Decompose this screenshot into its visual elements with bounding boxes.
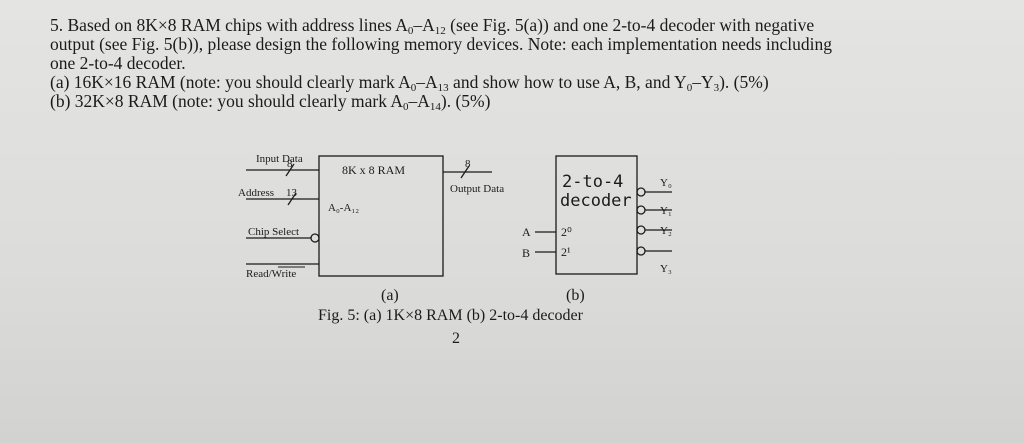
y1-label: Y₁ xyxy=(660,205,672,217)
address-range-label: A₀-A₁₂ xyxy=(328,202,359,214)
input-width-label: 8 xyxy=(287,158,293,170)
input-data-bus-slash xyxy=(285,163,295,177)
question-line-2: output (see Fig. 5(b)), please design th… xyxy=(50,34,832,54)
decoder-title-line-1: 2-to-4 xyxy=(562,172,623,192)
chip-select-label: Chip Select xyxy=(248,226,299,238)
output-bus-slash xyxy=(460,165,470,179)
decoder-title-line-2: decoder xyxy=(560,191,632,211)
address-bus-slash xyxy=(287,192,297,206)
y0-bubble xyxy=(636,187,646,197)
page-number: 2 xyxy=(452,330,460,347)
read-write-label: Read/Write xyxy=(246,268,296,280)
address-width-label: 13 xyxy=(286,187,298,199)
part-b: (b) 32K×8 RAM (note: you should clearly … xyxy=(50,91,491,113)
y2-bubble xyxy=(636,225,646,235)
decoder-in-2-1: 2¹ xyxy=(561,245,571,259)
chip-select-bubble xyxy=(310,233,320,243)
input-data-label: Input Data xyxy=(256,153,303,165)
chip-title: 8K x 8 RAM xyxy=(342,163,405,177)
question-text: 5. Based on 8K×8 RAM chips with address … xyxy=(50,15,950,113)
output-data-label: Output Data xyxy=(450,183,504,195)
input-b-label: B xyxy=(522,246,530,260)
output-width-label: 8 xyxy=(465,158,471,170)
figure-caption: Fig. 5: (a) 1K×8 RAM (b) 2-to-4 decoder xyxy=(318,307,584,324)
y0-label: Y₀ xyxy=(660,177,672,189)
y3-bubble xyxy=(636,246,646,256)
y1-bubble xyxy=(636,205,646,215)
decoder-box xyxy=(555,155,638,275)
caption-a: (a) xyxy=(381,287,399,304)
question-line-3: one 2-to-4 decoder. xyxy=(50,53,186,73)
y3-label: Y₃ xyxy=(660,263,672,275)
question-line-1: 5. Based on 8K×8 RAM chips with address … xyxy=(50,15,815,37)
decoder-in-2-0: 2⁰ xyxy=(561,225,572,239)
ram-chip-box xyxy=(318,155,444,277)
address-label: Address xyxy=(238,187,274,199)
part-a: (a) 16K×16 RAM (note: you should clearly… xyxy=(50,72,769,94)
y2-label: Y₂ xyxy=(660,225,672,237)
caption-b: (b) xyxy=(566,287,585,304)
input-a-label: A xyxy=(522,225,531,239)
